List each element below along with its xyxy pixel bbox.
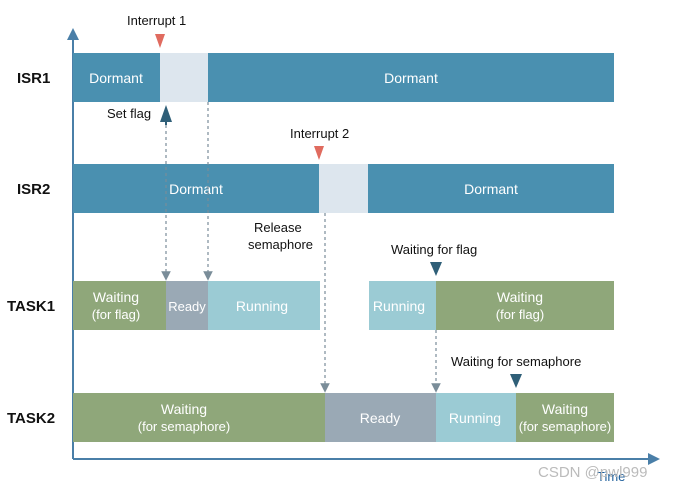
interrupt2-label: Interrupt 2 (290, 126, 349, 141)
task2-waiting-a-label-2: (for semaphore) (138, 419, 230, 434)
release-label-2: semaphore (248, 237, 313, 252)
task2-waiting-b-label-1: Waiting (542, 401, 588, 417)
isr2-active (319, 164, 368, 213)
x-axis-arrow-icon (648, 453, 660, 465)
task1-waiting-b-label-2: (for flag) (496, 307, 544, 322)
interrupt1-label: Interrupt 1 (127, 13, 186, 28)
annotations: Interrupt 1 Interrupt 2 Set flag Release… (107, 13, 581, 369)
isr2-timeline: Dormant Dormant (73, 164, 614, 213)
task1-waiting-b (436, 281, 614, 330)
task2-timeline: Waiting (for semaphore) Ready Running Wa… (73, 393, 614, 442)
task1-running-b-label: Running (373, 298, 425, 314)
task2-ready (325, 393, 436, 442)
waiting-for-semaphore-marker-icon (510, 374, 522, 388)
row-label-task1: TASK1 (7, 298, 55, 315)
task1-timeline: Waiting (for flag) Ready Running Running… (73, 281, 614, 330)
isr1-dormant-b-label: Dormant (384, 70, 438, 86)
waiting-for-flag-marker-icon (430, 262, 442, 276)
set-flag-arrow (160, 105, 172, 125)
event-lines (161, 102, 441, 393)
isr2-dormant-a-label: Dormant (169, 181, 223, 197)
isr1-timeline: Dormant Dormant (73, 53, 614, 102)
isr1-active (160, 53, 208, 102)
x-axis-label: Time (597, 469, 625, 484)
task1-waiting-a-label-2: (for flag) (92, 307, 140, 322)
watermark: CSDN @pwl999 (538, 464, 647, 481)
isr1-dormant-a-label: Dormant (89, 70, 143, 86)
isr1-dormant-b (208, 53, 614, 102)
release-label-1: Release (254, 220, 302, 235)
task1-waiting-a (73, 281, 166, 330)
axes: Time (67, 28, 660, 484)
task2-waiting-a (73, 393, 325, 442)
task1-running-b (369, 281, 436, 330)
row-label-isr2: ISR2 (17, 181, 50, 198)
waiting-for-flag-label: Waiting for flag (391, 242, 477, 257)
task1-running-a (208, 281, 320, 330)
interrupt2-marker-icon (314, 146, 324, 160)
task2-waiting-b-label-2: (for semaphore) (519, 419, 611, 434)
task2-running (436, 393, 516, 442)
interrupt1-marker-icon (155, 34, 165, 48)
task2-waiting-a-label-1: Waiting (161, 401, 207, 417)
task1-waiting-a-label-1: Waiting (93, 289, 139, 305)
row-label-task2: TASK2 (7, 410, 55, 427)
up-arrow-icon (160, 105, 172, 122)
isr2-dormant-b (368, 164, 614, 213)
task2-running-label: Running (449, 410, 501, 426)
set-flag-label: Set flag (107, 106, 151, 121)
isr1-dormant-a (73, 53, 160, 102)
row-labels: ISR1 ISR2 TASK1 TASK2 (7, 70, 55, 427)
task2-waiting-b (516, 393, 614, 442)
y-axis-arrow-icon (67, 28, 79, 40)
task2-ready-label: Ready (360, 410, 400, 426)
task1-ready (166, 281, 208, 330)
task1-waiting-b-label-1: Waiting (497, 289, 543, 305)
row-label-isr1: ISR1 (17, 70, 50, 87)
task1-running-a-label: Running (236, 298, 288, 314)
waiting-for-semaphore-label: Waiting for semaphore (451, 354, 581, 369)
isr2-dormant-a (73, 164, 319, 213)
isr2-dormant-b-label: Dormant (464, 181, 518, 197)
task1-ready-label: Ready (168, 299, 206, 314)
